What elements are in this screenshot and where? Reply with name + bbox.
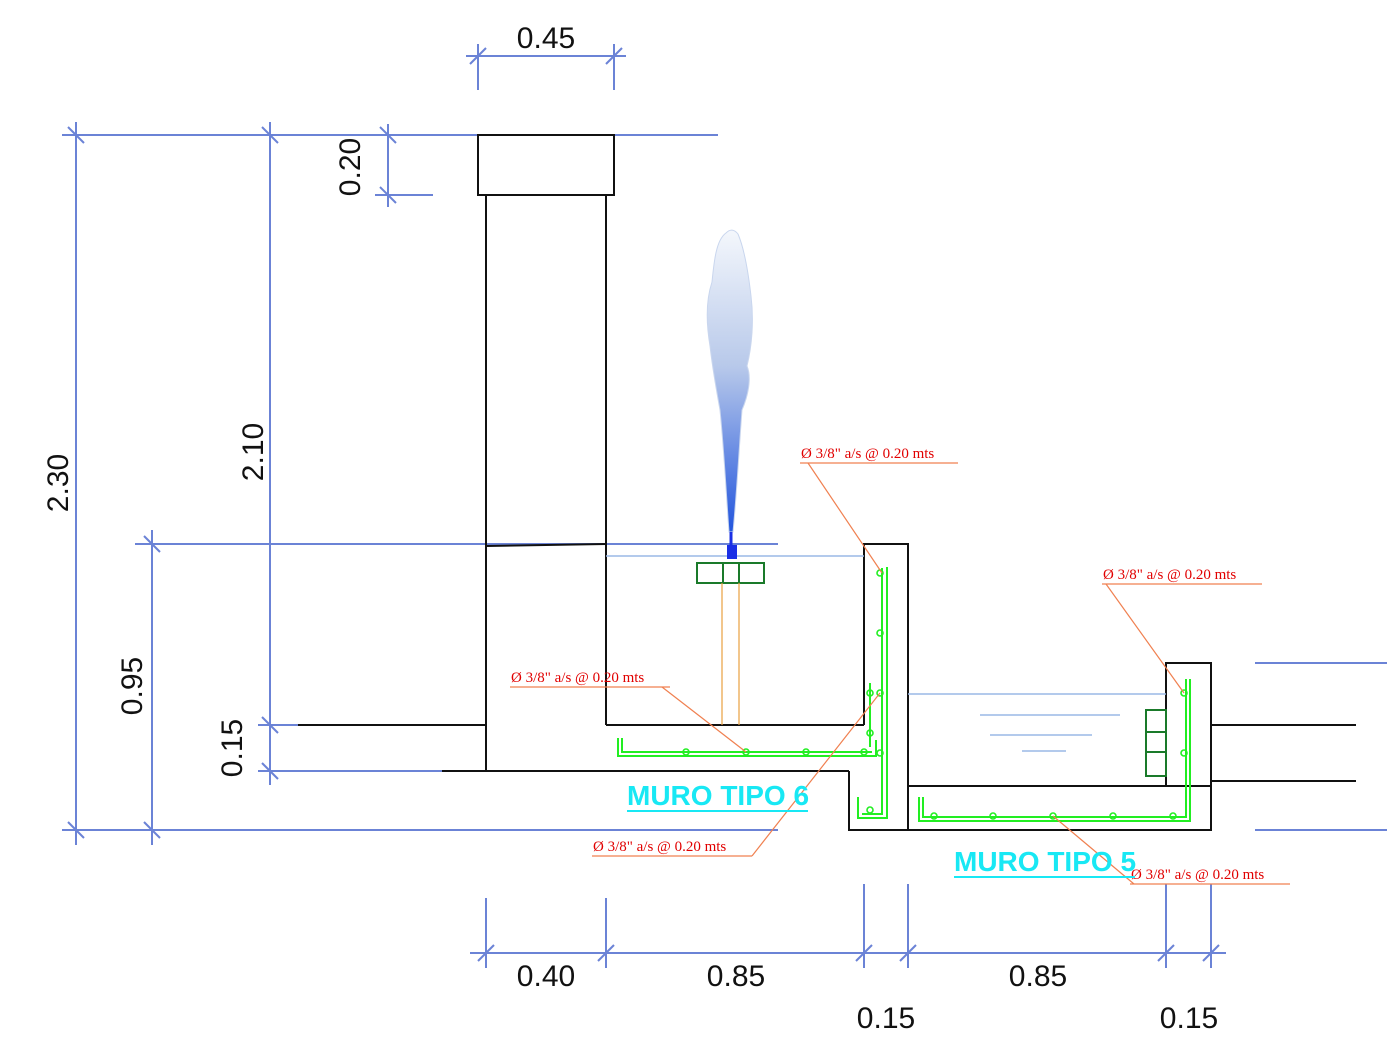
dim-bottom-wall1: 0.15	[857, 1002, 915, 1035]
dim-cap-height: 0.20	[334, 138, 367, 196]
rebar-dots	[682, 569, 1188, 820]
rebar-note-slab6: Ø 3/8" a/s @ 0.20 mts	[511, 670, 644, 686]
rebar-note-wall6: Ø 3/8" a/s @ 0.20 mts	[801, 446, 934, 462]
dim-bottom-pool2: 0.85	[1009, 960, 1067, 993]
rebar-note-wall5: Ø 3/8" a/s @ 0.20 mts	[1103, 567, 1236, 583]
muro-tipo-5-label: MURO TIPO 5	[954, 846, 1136, 877]
dim-bottom-pool1: 0.85	[707, 960, 765, 993]
nozzle-icon	[727, 545, 737, 559]
water-jet-icon	[706, 229, 753, 533]
leader-lines	[510, 462, 1290, 885]
muro-tipo-6-label: MURO TIPO 6	[627, 780, 809, 811]
pipe-fitting	[696, 562, 765, 584]
rebar-note-slab5: Ø 3/8" a/s @ 0.20 mts	[1131, 867, 1264, 883]
concrete-structure	[298, 134, 1356, 831]
dim-bottom-wall2: 0.15	[1160, 1002, 1218, 1035]
dim-slab-thickness: 0.15	[216, 719, 249, 777]
fountain-jet	[696, 229, 765, 725]
dim-bottom-column: 0.40	[517, 960, 575, 993]
rebar-note-base6: Ø 3/8" a/s @ 0.20 mts	[593, 839, 726, 855]
inlet-box	[1145, 709, 1167, 777]
dim-pool-height: 0.95	[116, 657, 149, 715]
dim-top-width: 0.45	[517, 22, 575, 55]
dim-column-height: 2.10	[237, 423, 270, 481]
dimension-lines	[62, 44, 1387, 968]
dim-total-height: 2.30	[42, 454, 75, 512]
